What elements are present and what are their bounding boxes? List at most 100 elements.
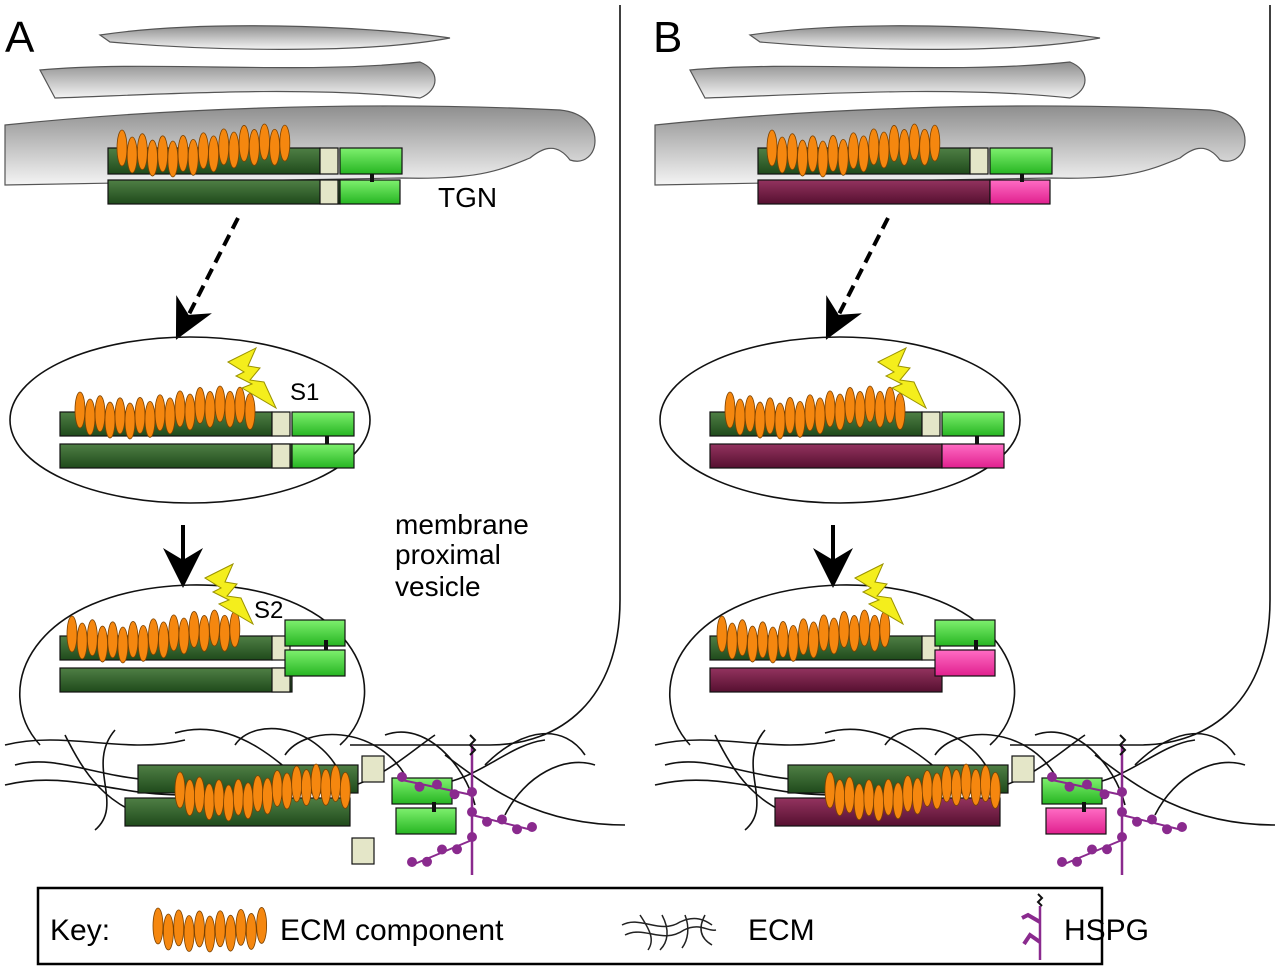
ecm-coil-unit [844, 776, 855, 814]
ecm-coil-unit [764, 397, 776, 435]
vesicle-s1 [9, 336, 371, 504]
ecm-coil-unit [208, 135, 219, 173]
ecm-coil-unit [888, 125, 900, 162]
ecm-coil-unit [94, 395, 106, 433]
ecm-coil-unit [271, 770, 283, 807]
ecm-coil-unit [894, 393, 906, 430]
ecm-component-coil [152, 907, 268, 953]
ecm-coil-unit [339, 771, 351, 809]
ecm-fiber [504, 761, 596, 816]
ecm-coil-unit [194, 387, 206, 424]
hs-sugar [1147, 814, 1157, 825]
partner-cap [941, 443, 1005, 469]
partner-ectodomain [59, 667, 293, 693]
ecm-component [174, 763, 351, 822]
disulfide-bond [974, 640, 978, 650]
ecm-coil-unit [757, 621, 769, 659]
partner-ectodomain [757, 179, 991, 205]
partner-linker [271, 443, 291, 469]
vesicle-s1 [659, 336, 1021, 504]
ecm-fiber [1094, 754, 1276, 826]
ecm-coil-unit [259, 123, 270, 161]
ecm-fiber [1134, 732, 1236, 766]
ecm-coil-unit [238, 125, 250, 162]
ecm-coil-unit [134, 397, 146, 434]
ecm-coil-unit [879, 610, 891, 648]
ecm-coil-unit [279, 124, 291, 162]
hs-sugar [1117, 832, 1127, 842]
hs-sugar [432, 779, 442, 790]
ecm-coil-unit [919, 128, 931, 166]
ecm-coil-unit [882, 778, 894, 816]
vesicle-label-line-1: membrane [395, 509, 529, 540]
ecm-coil-unit [154, 394, 166, 432]
ecm-coil-unit [854, 391, 866, 428]
ecm-coil-unit [178, 617, 190, 655]
partner-cap [339, 179, 401, 205]
ecm-coil-unit [184, 393, 196, 431]
ecm-coil-unit [898, 129, 910, 166]
ecm-coil-unit [214, 910, 226, 948]
golgi-cisterna [689, 61, 1086, 99]
hspg-icon [1021, 893, 1044, 960]
ecm-coil-unit [229, 610, 241, 648]
ecm-coil-unit [784, 397, 796, 434]
hs-sugar [497, 814, 507, 825]
hs-sugar [437, 844, 447, 855]
s1-cleavage-bolt-icon [226, 346, 278, 410]
ecm-coil-unit [848, 615, 860, 652]
hs-sugar [407, 857, 417, 867]
ecm-fiber [4, 739, 186, 746]
disulfide-bond [975, 436, 979, 444]
ecm-coil-unit [213, 779, 225, 817]
ecm-coil-unit [736, 619, 748, 657]
ecm-component [116, 123, 291, 178]
panel-b-letter: B [653, 13, 682, 62]
partner-cap [284, 649, 346, 677]
ecm-coil-unit [127, 621, 139, 658]
ecm-coil-unit [204, 915, 216, 953]
ecm-fiber [444, 754, 626, 826]
ecm-coil-unit [960, 763, 972, 801]
ecm-coil-unit [853, 783, 865, 821]
hs-sugar [467, 787, 477, 797]
ecm-coil-unit [116, 129, 128, 167]
ecm-coil-unit [248, 129, 260, 166]
s2-cleavage-bolt-icon [853, 562, 905, 626]
disulfide-bond [1020, 174, 1024, 182]
ecm-component [824, 763, 1001, 822]
ecm-coil-unit [817, 140, 829, 178]
ecm-coil-unit [203, 783, 215, 821]
golgi-cisterna [39, 61, 436, 99]
ecm-coil-unit [152, 907, 164, 945]
ecm-coil-unit [228, 131, 240, 169]
hspg [397, 734, 537, 875]
disulfide-bond [370, 174, 374, 182]
s1-cleavage-bolt-icon [876, 346, 928, 410]
ecm-coil-unit [188, 611, 200, 648]
vesicle-s2 [668, 584, 1016, 746]
vesicle-label-line-3: vesicle [395, 571, 481, 602]
ecm-fiber [744, 729, 766, 831]
ecm-coil-unit [194, 776, 205, 814]
ecm-coil-unit [86, 619, 98, 657]
ecm-coil-unit [884, 386, 896, 424]
plasma-membrane [350, 5, 621, 746]
ecm-coil-unit [716, 615, 728, 653]
ecm-coil-unit [137, 624, 149, 662]
hs-sugar [482, 816, 492, 827]
ecm-coil-unit [892, 782, 904, 820]
ecm-coil-unit [824, 771, 836, 809]
ecm-coil-unit [167, 140, 179, 178]
hs-sugar [1057, 857, 1067, 867]
hs-sugar [452, 844, 462, 855]
ecm-coil-unit [66, 615, 78, 653]
receptor-cap [934, 619, 996, 647]
ecm-coil-unit [164, 397, 176, 435]
ecm-component [724, 385, 906, 440]
hs-sugar [1177, 822, 1187, 832]
hs-sugar [1117, 807, 1127, 817]
ecm-coil-unit [797, 139, 808, 177]
cleaved-linker [1011, 755, 1035, 783]
